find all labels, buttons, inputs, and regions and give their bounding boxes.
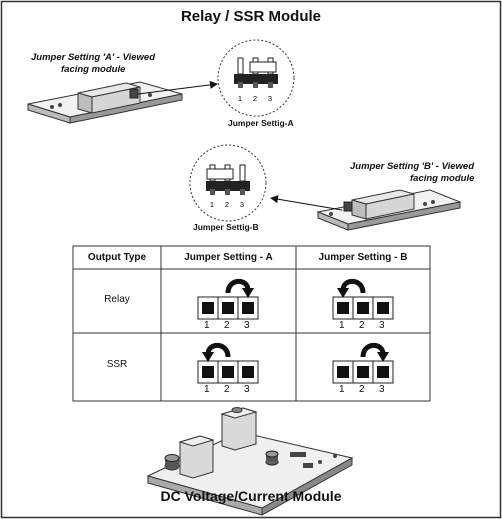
row-label-ssr: SSR [106, 359, 128, 370]
ssr-b-pin-1: 1 [339, 384, 345, 395]
relay-b-jumper [332, 278, 394, 320]
jumper-b-pin-2: 2 [225, 200, 229, 209]
dc-module-illustration [146, 407, 354, 516]
header-jumper-b: Jumper Setting - B [318, 252, 408, 263]
ssr-a-pin-2: 2 [224, 384, 230, 395]
row-label-relay: Relay [104, 294, 130, 305]
jumper-b-pin-3: 3 [240, 200, 244, 209]
relay-a-jumper [197, 278, 259, 320]
setting-a-note-line1: Jumper Setting 'A' - Viewed [31, 52, 155, 63]
ssr-b-pin-2: 2 [359, 384, 365, 395]
relay-a-pin-1: 1 [204, 320, 210, 331]
relay-module-b-illustration [316, 189, 462, 231]
setting-a-caption: Jumper Settig-A [228, 118, 294, 128]
relay-b-pin-2: 2 [359, 320, 365, 331]
page-title: Relay / SSR Module [180, 8, 322, 25]
setting-a-note-line2: facing module [61, 64, 126, 75]
ssr-b-jumper [332, 342, 394, 384]
ssr-a-pin-3: 3 [244, 384, 250, 395]
relay-module-a-illustration [27, 81, 183, 124]
relay-b-pin-3: 3 [379, 320, 385, 331]
relay-a-pin-3: 3 [244, 320, 250, 331]
footer-title: DC Voltage/Current Module [160, 488, 342, 504]
relay-a-pin-2: 2 [224, 320, 230, 331]
jumper-b-pin-1: 1 [210, 200, 214, 209]
ssr-a-pin-1: 1 [204, 384, 210, 395]
ssr-b-pin-3: 3 [379, 384, 385, 395]
arrow-b [270, 195, 343, 211]
header-output-type: Output Type [87, 252, 147, 263]
jumper-b-circle: 1 2 3 [189, 144, 267, 222]
relay-b-pin-1: 1 [339, 320, 345, 331]
ssr-a-jumper [197, 342, 259, 384]
setting-b-caption: Jumper Settig-B [193, 222, 259, 232]
jumper-a-pin-3: 3 [268, 94, 272, 103]
header-jumper-a: Jumper Setting - A [184, 252, 273, 263]
arrow-a [137, 80, 218, 95]
setting-b-note-line1: Jumper Setting 'B' - Viewed [350, 161, 474, 172]
jumper-a-circle: 1 2 3 [217, 39, 295, 117]
setting-b-note-line2: facing module [410, 173, 475, 184]
jumper-a-pin-2: 2 [253, 94, 257, 103]
jumper-a-pin-1: 1 [238, 94, 242, 103]
jumper-table [72, 245, 431, 402]
